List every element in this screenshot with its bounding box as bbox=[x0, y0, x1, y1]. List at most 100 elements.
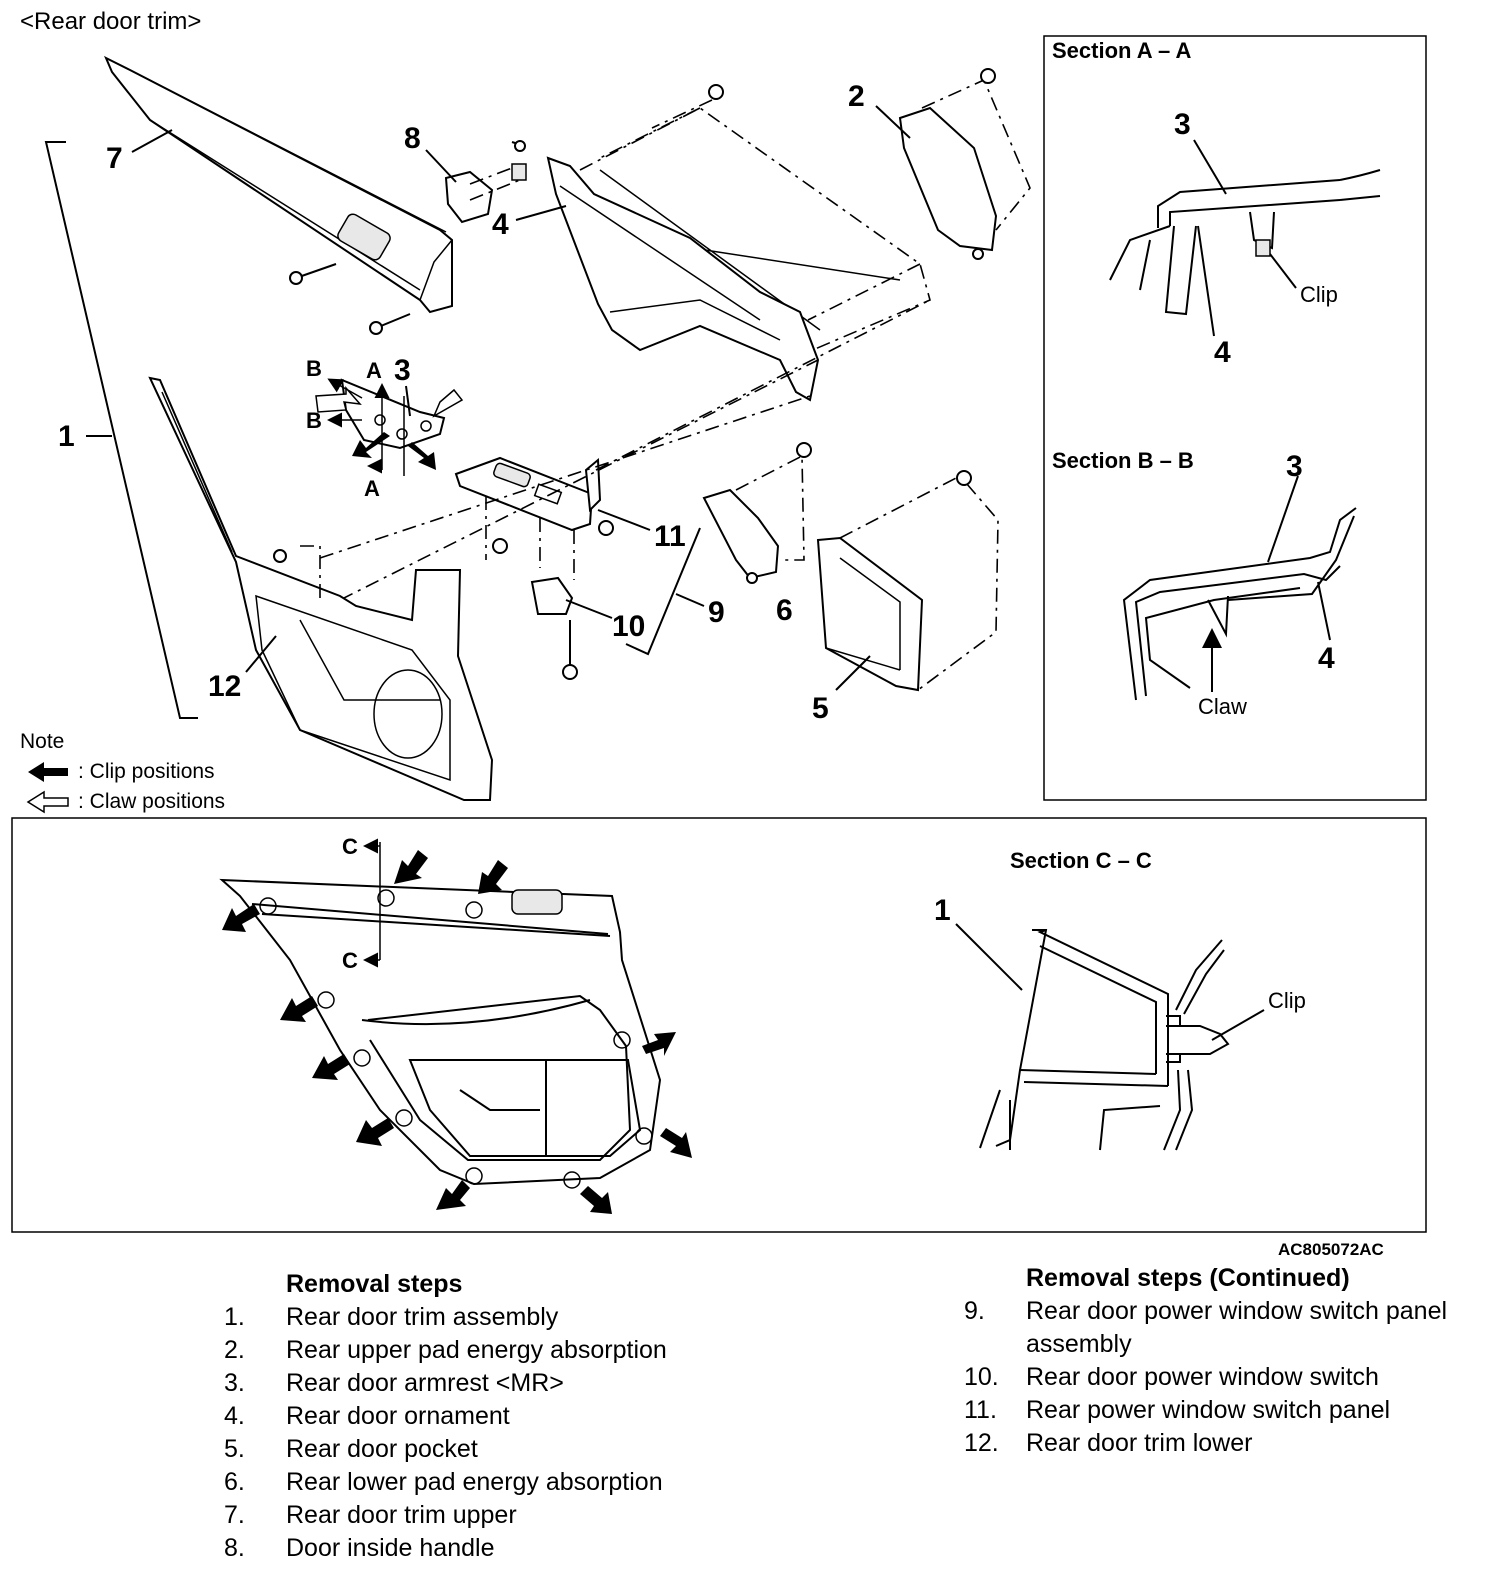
section-marker-a: A bbox=[366, 358, 382, 383]
assembly-9-bracket bbox=[625, 527, 701, 656]
step-number: 4. bbox=[224, 1402, 245, 1430]
step-text: Rear door power window switch panel asse… bbox=[1026, 1297, 1448, 1358]
section-cc-title: Section C – C bbox=[1010, 848, 1152, 873]
step-text: Rear door armrest <MR> bbox=[286, 1369, 564, 1397]
step-text: Rear upper pad energy absorption bbox=[286, 1336, 667, 1364]
section-marker-b: B bbox=[306, 408, 322, 433]
part-4-ornament bbox=[546, 107, 931, 402]
part-12-trim-lower bbox=[148, 376, 494, 801]
callout-6: 6 bbox=[776, 594, 793, 627]
page-title: <Rear door trim> bbox=[20, 8, 202, 35]
section-cc-num-1: 1 bbox=[934, 894, 951, 927]
step-number: 6. bbox=[224, 1468, 245, 1496]
section-bb-num-3: 3 bbox=[1286, 450, 1303, 483]
step-text: Door inside handle bbox=[286, 1534, 495, 1562]
clip-arrow-icon bbox=[28, 762, 68, 782]
screw bbox=[708, 84, 724, 100]
removal-step-item: 3. Rear door armrest <MR> bbox=[224, 1367, 784, 1400]
step-text: Rear door power window switch bbox=[1026, 1363, 1379, 1391]
removal-step-item: 9. Rear door power window switch panel as… bbox=[964, 1295, 1464, 1361]
step-number: 5. bbox=[224, 1435, 245, 1463]
section-cc-clip-label: Clip bbox=[1268, 988, 1306, 1013]
step-text: Rear door pocket bbox=[286, 1435, 478, 1463]
lower-frame bbox=[11, 817, 1427, 1233]
callout-2: 2 bbox=[848, 80, 865, 113]
callout-4: 4 bbox=[492, 208, 509, 241]
callout-7: 7 bbox=[106, 142, 123, 175]
step-number: 3. bbox=[224, 1369, 245, 1397]
step-number: 9. bbox=[964, 1297, 985, 1325]
step-text: Rear door trim assembly bbox=[286, 1303, 559, 1331]
note-clip-text: : Clip positions bbox=[78, 760, 215, 783]
claw-arrow-icon bbox=[26, 790, 69, 814]
screw bbox=[273, 549, 287, 563]
callout-5: 5 bbox=[812, 692, 829, 725]
section-bb-claw-label: Claw bbox=[1198, 694, 1247, 719]
removal-step-item: 5. Rear door pocket bbox=[224, 1433, 784, 1466]
callout-1: 1 bbox=[58, 420, 75, 453]
removal-step-item: 11.Rear power window switch panel bbox=[964, 1394, 1464, 1427]
part-10-window-switch bbox=[530, 576, 578, 680]
section-aa-title: Section A – A bbox=[1052, 38, 1192, 63]
section-marker-c: C bbox=[342, 948, 358, 973]
step-text: Rear door trim lower bbox=[1026, 1429, 1253, 1457]
section-cc-drawing bbox=[979, 929, 1230, 1151]
section-aa-num-4: 4 bbox=[1214, 336, 1231, 369]
step-number: 8. bbox=[224, 1534, 245, 1562]
removal-step-item: 12. Rear door trim lower bbox=[964, 1427, 1464, 1460]
removal-steps-title: Removal steps bbox=[286, 1270, 463, 1298]
trim-clip-layout bbox=[219, 842, 662, 1186]
step-text: Rear door ornament bbox=[286, 1402, 510, 1430]
section-bb-title: Section B – B bbox=[1052, 448, 1194, 473]
figure-code: AC805072AC bbox=[1278, 1240, 1384, 1259]
step-number: 12. bbox=[964, 1429, 999, 1457]
part-3-armrest bbox=[315, 378, 464, 476]
section-aa-clip-label: Clip bbox=[1300, 282, 1338, 307]
screw bbox=[492, 538, 508, 554]
part-6-lower-pad bbox=[702, 442, 812, 584]
removal-steps-continued-list: Removal steps (Continued) 9. Rear door po… bbox=[964, 1262, 1464, 1460]
step-number: 2. bbox=[224, 1336, 245, 1364]
part-8-inside-handle bbox=[444, 140, 527, 224]
screw bbox=[289, 263, 337, 285]
removal-step-item: 2. Rear upper pad energy absorption bbox=[224, 1334, 784, 1367]
step-text: Rear power window switch panel bbox=[1026, 1396, 1391, 1424]
section-aa-drawing bbox=[1109, 169, 1381, 316]
part-7-trim-upper bbox=[104, 55, 453, 314]
callout-12: 12 bbox=[208, 670, 241, 703]
removal-step-item: 8. Door inside handle bbox=[224, 1532, 784, 1565]
removal-step-item: 4. Rear door ornament bbox=[224, 1400, 784, 1433]
section-bb-num-4: 4 bbox=[1318, 642, 1335, 675]
section-aa-num-3: 3 bbox=[1174, 108, 1191, 141]
removal-steps-continued-title: Removal steps (Continued) bbox=[1026, 1264, 1350, 1292]
note-title: Note bbox=[20, 730, 65, 753]
clip-positions bbox=[259, 889, 653, 1189]
section-marker-c: C bbox=[342, 834, 358, 859]
callout-10: 10 bbox=[612, 610, 645, 643]
removal-step-item: 7. Rear door trim upper bbox=[224, 1499, 784, 1532]
step-number: 10. bbox=[964, 1363, 999, 1391]
removal-steps-list: Removal steps 1. Rear door trim assembly 2… bbox=[224, 1268, 784, 1565]
screw bbox=[369, 313, 411, 335]
section-ab-frame bbox=[1043, 35, 1427, 801]
step-number: 1. bbox=[224, 1303, 245, 1331]
note-claw-text: : Claw positions bbox=[78, 790, 226, 813]
section-marker-a: A bbox=[364, 476, 380, 501]
clip-arrows bbox=[222, 850, 692, 1214]
section-bb-drawing bbox=[1122, 507, 1357, 701]
removal-step-item: 6. Rear lower pad energy absorption bbox=[224, 1466, 784, 1499]
section-marker-b: B bbox=[306, 356, 322, 381]
step-number: 7. bbox=[224, 1501, 245, 1529]
callout-11: 11 bbox=[654, 520, 686, 553]
callout-9: 9 bbox=[708, 596, 725, 629]
part-11-switch-panel bbox=[454, 456, 602, 532]
screw bbox=[598, 520, 614, 536]
step-text: Rear lower pad energy absorption bbox=[286, 1468, 663, 1496]
callout-3: 3 bbox=[394, 354, 411, 387]
assembly-1-bracket bbox=[44, 141, 198, 719]
step-text: Rear door trim upper bbox=[286, 1501, 517, 1529]
part-2-upper-pad bbox=[898, 68, 1031, 260]
part-5-door-pocket bbox=[816, 470, 999, 692]
removal-step-item: 1. Rear door trim assembly bbox=[224, 1301, 784, 1334]
